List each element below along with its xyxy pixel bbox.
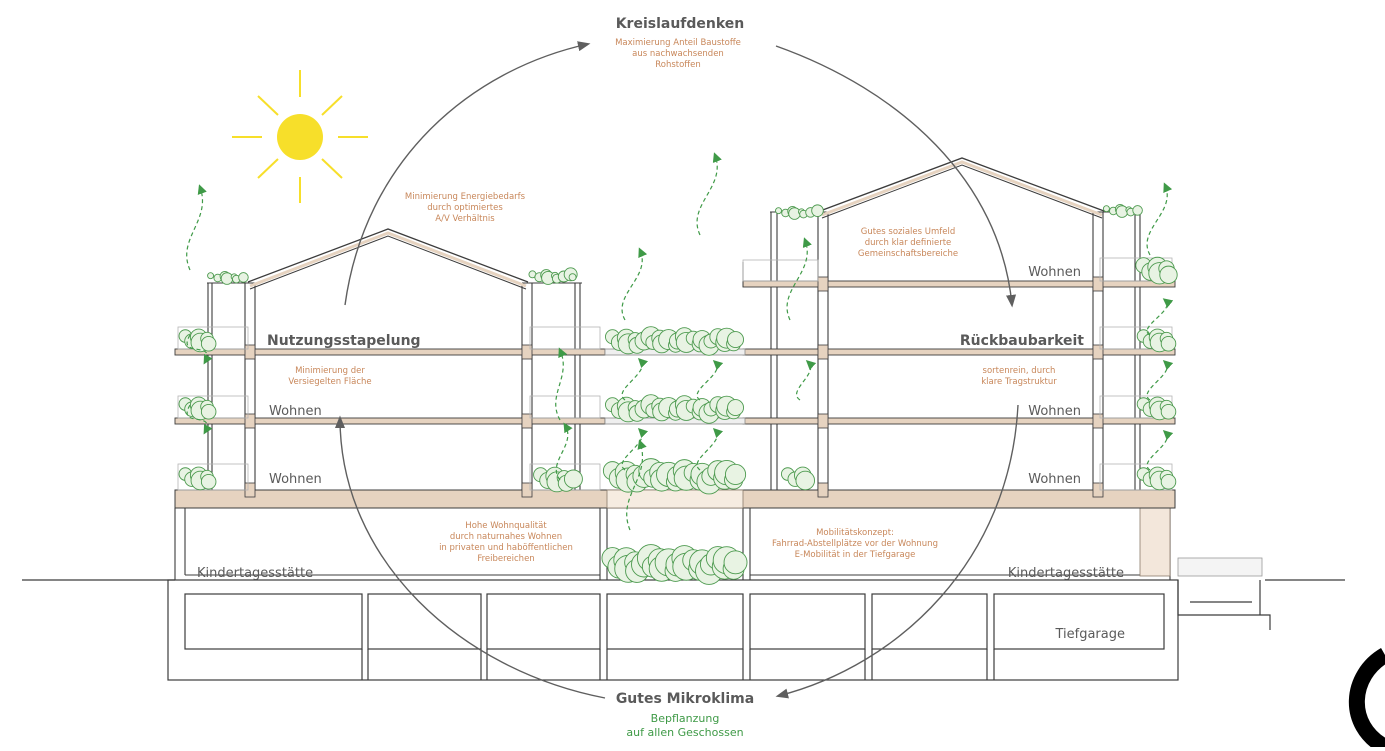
plant-cluster (178, 328, 217, 353)
note-tragstruktur: sortenrein, durch klare Tragstruktur (981, 366, 1057, 387)
note-line: A/V Verhältnis (435, 214, 495, 224)
plant-cluster (605, 394, 744, 424)
note-line: Versiegelten Fläche (288, 377, 371, 387)
airflow-arrow (186, 334, 213, 365)
subtitle-line: Bepflanzung (651, 712, 720, 725)
plant-cluster (601, 544, 748, 585)
airflow-arrow (786, 237, 812, 321)
room-labels: Wohnen Wohnen Wohnen Wohnen Wohnen Kinde… (197, 265, 1125, 642)
plant-cluster (533, 466, 583, 493)
plant-cluster (1136, 328, 1177, 353)
note-line: E-Mobilität in der Tiefgarage (795, 550, 916, 560)
airflow-arrow (796, 360, 817, 401)
plant-cluster (1136, 396, 1177, 421)
subtitle-line: auf allen Geschossen (626, 726, 743, 739)
note-line: in privaten und haböffentlichen (439, 543, 573, 553)
ramp-railing (1177, 557, 1263, 577)
note-line: Rohstoffen (655, 60, 701, 70)
corner-arc (1348, 648, 1385, 751)
note-line: klare Tragstruktur (981, 377, 1057, 387)
airflow-arrow (621, 427, 649, 471)
note-kreislauf: Maximierung Anteil Baustoffe aus nachwac… (615, 38, 741, 70)
plant-cluster (178, 466, 217, 491)
airflow-arrow (696, 152, 722, 236)
airflow-arrow (696, 360, 724, 401)
note-line: durch naturnahes Wohnen (450, 532, 562, 542)
airflow-arrow (186, 184, 207, 271)
note-line: Gemeinschaftsbereiche (858, 249, 958, 259)
plant-cluster (1102, 204, 1143, 218)
room-label-wohnen: Wohnen (269, 404, 322, 419)
airflow-arrow (626, 439, 647, 531)
airflow-arrow (696, 427, 724, 471)
room-label-kita: Kindertagesstätte (197, 566, 313, 581)
note-umfeld: Gutes soziales Umfeld durch klar definie… (858, 227, 958, 259)
note-wohnqualitaet: Hohe Wohnqualität durch naturnahes Wohne… (439, 521, 573, 564)
airflow-arrow (621, 247, 648, 321)
room-label-wohnen: Wohnen (1028, 265, 1081, 280)
note-line: Minimierung Energiebedarfs (405, 192, 526, 202)
podium-slab (174, 489, 1176, 509)
room-label-kita: Kindertagesstätte (1008, 566, 1124, 581)
room-label-wohnen: Wohnen (1028, 404, 1081, 419)
plant-cluster (178, 396, 217, 421)
entrance-box (1139, 507, 1171, 577)
airflow-arrow (555, 347, 568, 421)
airflow-arrow (186, 404, 213, 435)
note-line: aus nachwachsenden (632, 49, 724, 59)
plant-cluster (528, 267, 578, 285)
airflow-arrow (621, 357, 649, 401)
room-label-wohnen: Wohnen (1028, 472, 1081, 487)
airflow-arrow (555, 422, 573, 481)
room-label-tiefgarage: Tiefgarage (1054, 627, 1125, 642)
plant-cluster (207, 271, 249, 285)
airflow-arrow (1146, 182, 1173, 256)
plant-cluster (775, 204, 824, 220)
sun-icon (232, 70, 368, 203)
note-line: Freibereichen (477, 554, 534, 564)
note-line: durch klar definierte (865, 238, 952, 248)
airflow-arrow (1146, 298, 1174, 336)
plant-cluster (781, 466, 816, 491)
note-line: sortenrein, durch (983, 366, 1056, 376)
airflow-arrow (1146, 430, 1174, 471)
note-line: durch optimiertes (427, 203, 503, 213)
plant-cluster (1135, 256, 1178, 285)
note-energie: Minimierung Energiebedarfs durch optimie… (405, 192, 526, 224)
note-line: Hohe Wohnqualität (465, 521, 547, 531)
airflow-arrows (186, 152, 1174, 531)
note-line: Mobilitätskonzept: (816, 528, 894, 538)
heading-gutes-mikroklima: Gutes Mikroklima (616, 691, 754, 707)
note-line: Gutes soziales Umfeld (861, 227, 956, 237)
heading-nutzungsstapelung: Nutzungsstapelung (267, 333, 421, 349)
heading-rueckbaubarkeit: Rückbaubarkeit (960, 333, 1084, 349)
note-line: Maximierung Anteil Baustoffe (615, 38, 741, 48)
tiefgarage-structure (167, 579, 1271, 681)
note-versiegelung: Minimierung der Versiegelten Fläche (288, 366, 371, 387)
left-building (174, 228, 606, 498)
note-line: Fahrrad-Abstellplätze vor der Wohnung (772, 539, 938, 549)
plant-cluster (602, 458, 747, 495)
airflow-arrow (1146, 360, 1174, 401)
plant-cluster (1136, 466, 1177, 491)
note-mikroklima: Bepflanzung auf allen Geschossen (626, 712, 743, 739)
plant-cluster (605, 326, 744, 356)
room-label-wohnen: Wohnen (269, 472, 322, 487)
note-mobilitaet: Mobilitätskonzept: Fahrrad-Abstellplätze… (772, 528, 938, 560)
vegetation (178, 204, 1178, 585)
cycle-arrows (334, 41, 1019, 699)
note-line: Minimierung der (295, 366, 365, 376)
right-building (742, 157, 1176, 498)
heading-kreislaufdenken: Kreislaufdenken (616, 16, 745, 32)
